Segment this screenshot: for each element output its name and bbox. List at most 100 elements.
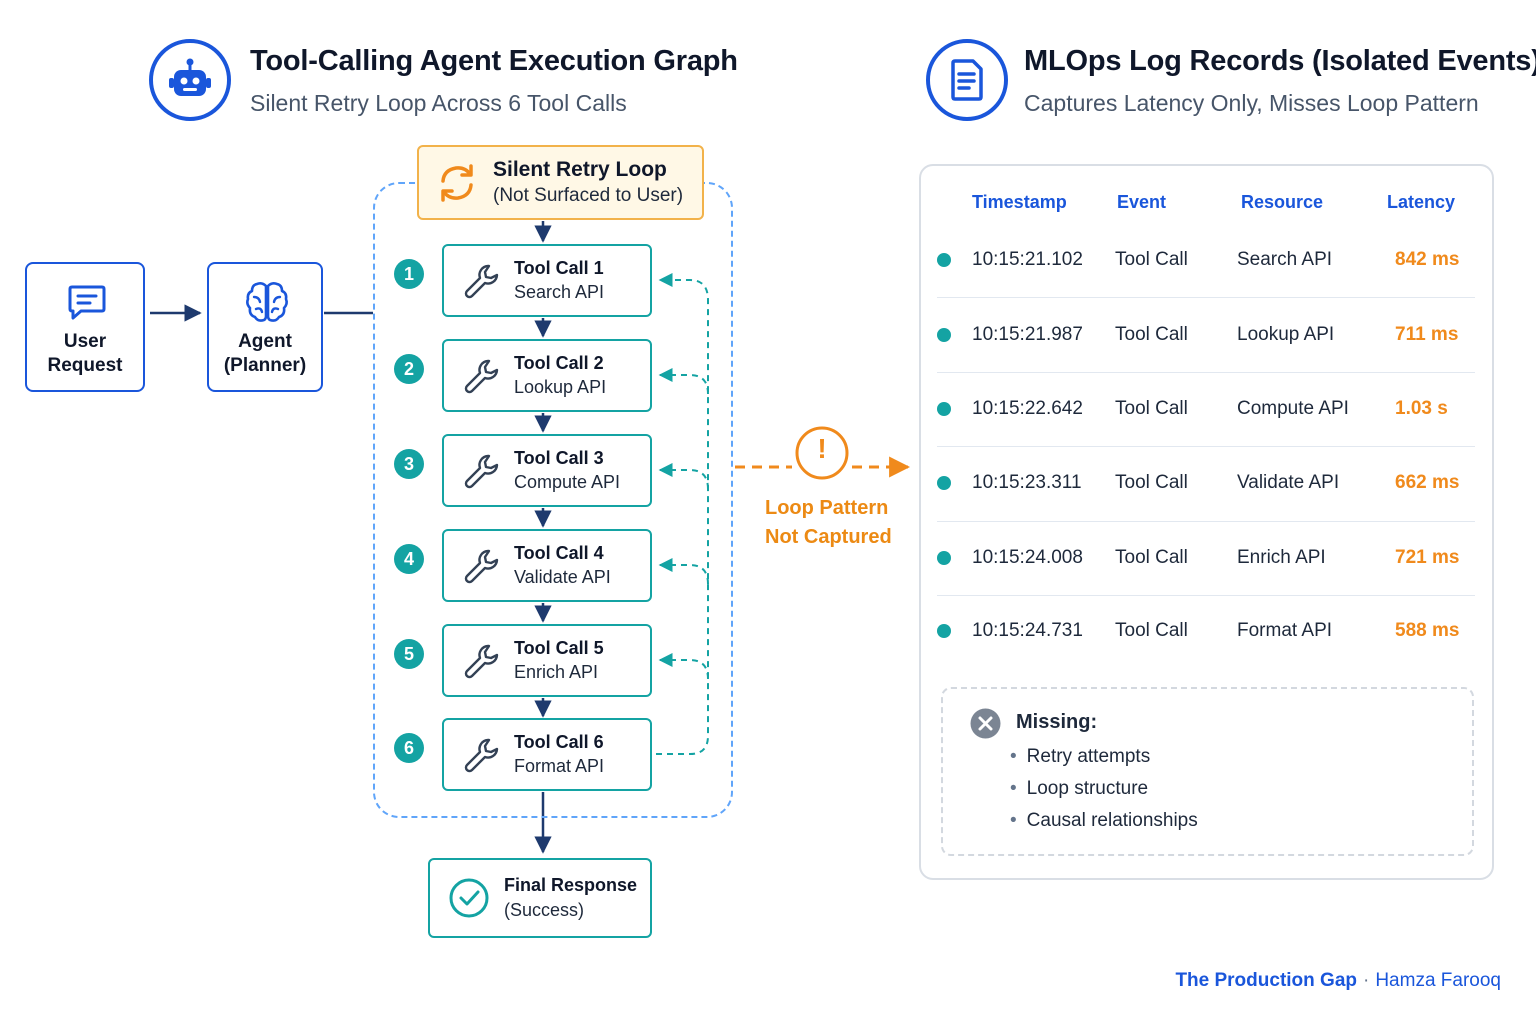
- tool-call-1: Tool Call 1 Search API: [442, 244, 652, 317]
- log-timestamp: 10:15:21.102: [972, 249, 1083, 270]
- tool-api: Format API: [514, 756, 605, 776]
- log-event: Tool Call: [1115, 547, 1188, 568]
- document-icon-badge: [926, 39, 1008, 121]
- check-circle-icon: [449, 878, 489, 918]
- log-latency: 711 ms: [1395, 324, 1459, 345]
- log-event: Tool Call: [1115, 398, 1188, 419]
- tool-call-5: Tool Call 5 Enrich API: [442, 624, 652, 697]
- log-resource: Compute API: [1237, 398, 1349, 419]
- document-icon: [951, 59, 983, 101]
- log-event: Tool Call: [1115, 472, 1188, 493]
- footer-credit: The Production Gap·Hamza Farooq: [1175, 970, 1501, 992]
- wrench-icon: [464, 454, 499, 488]
- tool-api: Validate API: [514, 567, 611, 587]
- tool-name: Tool Call 3: [514, 448, 604, 468]
- right-panel-subtitle: Captures Latency Only, Misses Loop Patte…: [1024, 90, 1479, 116]
- final-response-subtitle: (Success): [504, 900, 585, 920]
- tool-api: Search API: [514, 282, 605, 302]
- final-response-node: Final Response (Success): [428, 858, 652, 938]
- col-header-timestamp: Timestamp: [972, 192, 1067, 212]
- tool-name: Tool Call 5: [514, 638, 604, 658]
- log-latency: 1.03 s: [1395, 398, 1448, 419]
- row-divider: [937, 521, 1475, 522]
- log-row: 10:15:21.987 Tool Call Lookup API 711 ms: [937, 298, 1475, 373]
- tool-name: Tool Call 1: [514, 258, 604, 278]
- footer-separator: ·: [1363, 970, 1370, 991]
- warning-exclamation-icon: !: [817, 433, 827, 464]
- log-event: Tool Call: [1115, 249, 1188, 270]
- log-row: 10:15:21.102 Tool Call Search API 842 ms: [937, 223, 1475, 298]
- missing-item-text: Causal relationships: [1026, 810, 1198, 831]
- log-timestamp: 10:15:23.311: [972, 472, 1082, 493]
- chat-icon: [68, 285, 106, 320]
- log-resource: Enrich API: [1237, 547, 1326, 568]
- missing-item-text: Retry attempts: [1026, 746, 1151, 767]
- status-dot: [937, 624, 951, 638]
- col-header-resource: Resource: [1241, 192, 1324, 212]
- wrench-icon: [464, 359, 499, 393]
- log-event: Tool Call: [1115, 324, 1188, 345]
- retry-arrow-to-tool4: [658, 558, 709, 585]
- log-latency: 662 ms: [1395, 472, 1460, 493]
- x-circle-icon: [970, 708, 1001, 739]
- log-latency: 721 ms: [1395, 547, 1460, 568]
- status-dot: [937, 551, 951, 565]
- robot-icon-badge: [149, 39, 231, 121]
- agent-planner-node: Agent (Planner): [207, 262, 323, 392]
- step-badge-4: 4: [394, 544, 424, 574]
- warning-line-2: Not Captured: [765, 526, 892, 548]
- missing-title: Missing:: [1016, 711, 1098, 733]
- agent-planner-label: Agent (Planner): [223, 331, 307, 376]
- log-resource: Validate API: [1237, 472, 1340, 493]
- missing-item: •Retry attempts: [1010, 746, 1151, 767]
- step-badge-3: 3: [394, 449, 424, 479]
- tool-api: Lookup API: [514, 377, 607, 397]
- footer-brand: The Production Gap: [1175, 970, 1357, 991]
- final-response-title: Final Response: [504, 875, 638, 895]
- step-badge-1: 1: [394, 259, 424, 289]
- missing-item: •Causal relationships: [1010, 810, 1198, 831]
- step-badge-2: 2: [394, 354, 424, 384]
- missing-info-box: [941, 687, 1474, 856]
- row-divider: [937, 595, 1475, 596]
- log-timestamp: 10:15:24.731: [972, 620, 1083, 641]
- step-badge-5: 5: [394, 639, 424, 669]
- missing-item: •Loop structure: [1010, 778, 1149, 799]
- brain-icon: [246, 282, 288, 322]
- silent-retry-loop-header: Silent Retry Loop (Not Surfaced to User): [417, 145, 704, 220]
- log-timestamp: 10:15:22.642: [972, 398, 1083, 419]
- log-latency: 842 ms: [1395, 249, 1460, 270]
- left-panel-subtitle: Silent Retry Loop Across 6 Tool Calls: [250, 90, 627, 116]
- loop-not-captured-label: Loop Pattern Not Captured: [765, 494, 892, 552]
- wrench-icon: [464, 644, 499, 678]
- log-row: 10:15:22.642 Tool Call Compute API 1.03 …: [937, 373, 1475, 447]
- refresh-icon: [441, 163, 473, 202]
- robot-icon: [169, 58, 211, 96]
- loop-subtitle: (Not Surfaced to User): [493, 185, 684, 206]
- status-dot: [937, 328, 951, 342]
- retry-arrow-to-tool1: [656, 273, 709, 755]
- row-divider: [937, 446, 1475, 447]
- log-latency: 588 ms: [1395, 620, 1460, 641]
- loop-title: Silent Retry Loop: [493, 158, 667, 181]
- user-request-label: User Request: [47, 331, 123, 376]
- log-resource: Format API: [1237, 620, 1333, 641]
- status-dot: [937, 402, 951, 416]
- tool-api: Enrich API: [514, 662, 599, 682]
- log-timestamp: 10:15:21.987: [972, 324, 1083, 345]
- step-badge-6: 6: [394, 733, 424, 763]
- missing-item-text: Loop structure: [1026, 778, 1149, 799]
- col-header-latency: Latency: [1387, 192, 1456, 212]
- status-dot: [937, 476, 951, 490]
- row-divider: [937, 297, 1475, 298]
- log-event: Tool Call: [1115, 620, 1188, 641]
- wrench-icon: [464, 549, 499, 583]
- status-dot: [937, 253, 951, 267]
- log-timestamp: 10:15:24.008: [972, 547, 1083, 568]
- log-resource: Search API: [1237, 249, 1333, 270]
